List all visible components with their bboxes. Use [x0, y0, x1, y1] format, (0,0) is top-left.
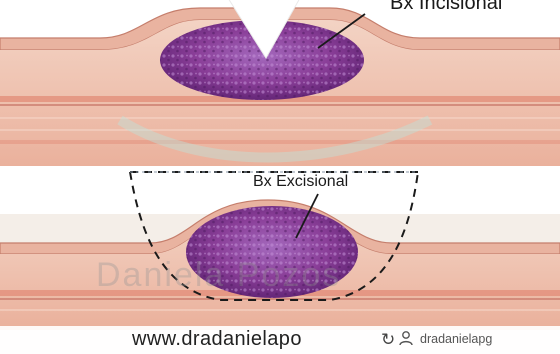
repost-icon: ↻ — [381, 330, 395, 350]
watermark-text: Daniela Pozos — [96, 256, 341, 295]
top-panel — [0, 0, 560, 170]
instagram-profile-icon — [398, 330, 414, 346]
website-text: www.dradanielapo — [132, 328, 302, 351]
instagram-handle: dradanielapg — [420, 332, 492, 346]
incisional-label: Bx Incisional — [390, 0, 502, 15]
excisional-label: Bx Excisional — [253, 173, 348, 191]
